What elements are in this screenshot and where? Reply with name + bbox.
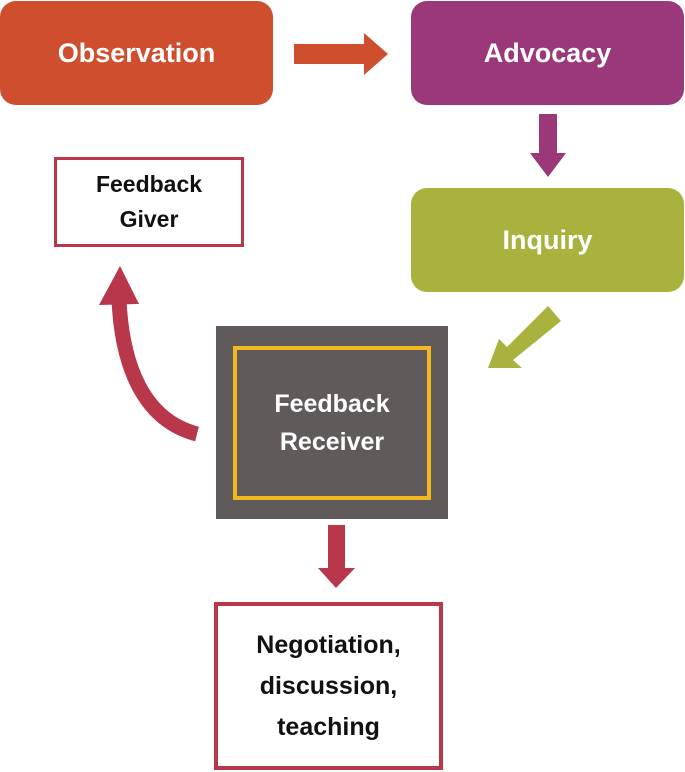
feedback-receiver-node xyxy=(216,326,448,519)
advocacy-label: Advocacy xyxy=(483,37,612,68)
negotiation-label-line-1: Negotiation, xyxy=(256,630,401,659)
observation-node: Observation xyxy=(0,1,273,105)
arrow-observation-to-advocacy xyxy=(294,33,388,75)
feedback-giver-label-line-2: Giver xyxy=(119,206,179,232)
advocacy-node: Advocacy xyxy=(411,1,684,105)
arrow-advocacy-to-inquiry xyxy=(530,114,566,177)
negotiation-node: Negotiation, discussion, teaching xyxy=(214,602,443,770)
inquiry-label: Inquiry xyxy=(502,224,593,255)
arrow-receiver-to-negotiation xyxy=(318,525,355,588)
feedback-giver-node: Feedback Giver xyxy=(54,157,244,247)
negotiation-label-line-2: discussion, xyxy=(259,671,398,700)
inquiry-node: Inquiry xyxy=(411,188,684,292)
negotiation-label-line-3: teaching xyxy=(277,712,380,741)
feedback-receiver-label-line-1: Feedback xyxy=(274,390,390,418)
feedback-receiver-label-line-2: Receiver xyxy=(279,428,385,456)
arrow-inquiry-to-receiver xyxy=(488,306,561,368)
arrow-receiver-to-giver-head xyxy=(99,266,139,305)
arrow-receiver-to-giver-shaft xyxy=(111,299,200,442)
feedback-receiver-inner-frame: Feedback Receiver xyxy=(233,346,431,500)
feedback-giver-label-line-1: Feedback xyxy=(95,171,203,197)
observation-label: Observation xyxy=(57,37,216,68)
